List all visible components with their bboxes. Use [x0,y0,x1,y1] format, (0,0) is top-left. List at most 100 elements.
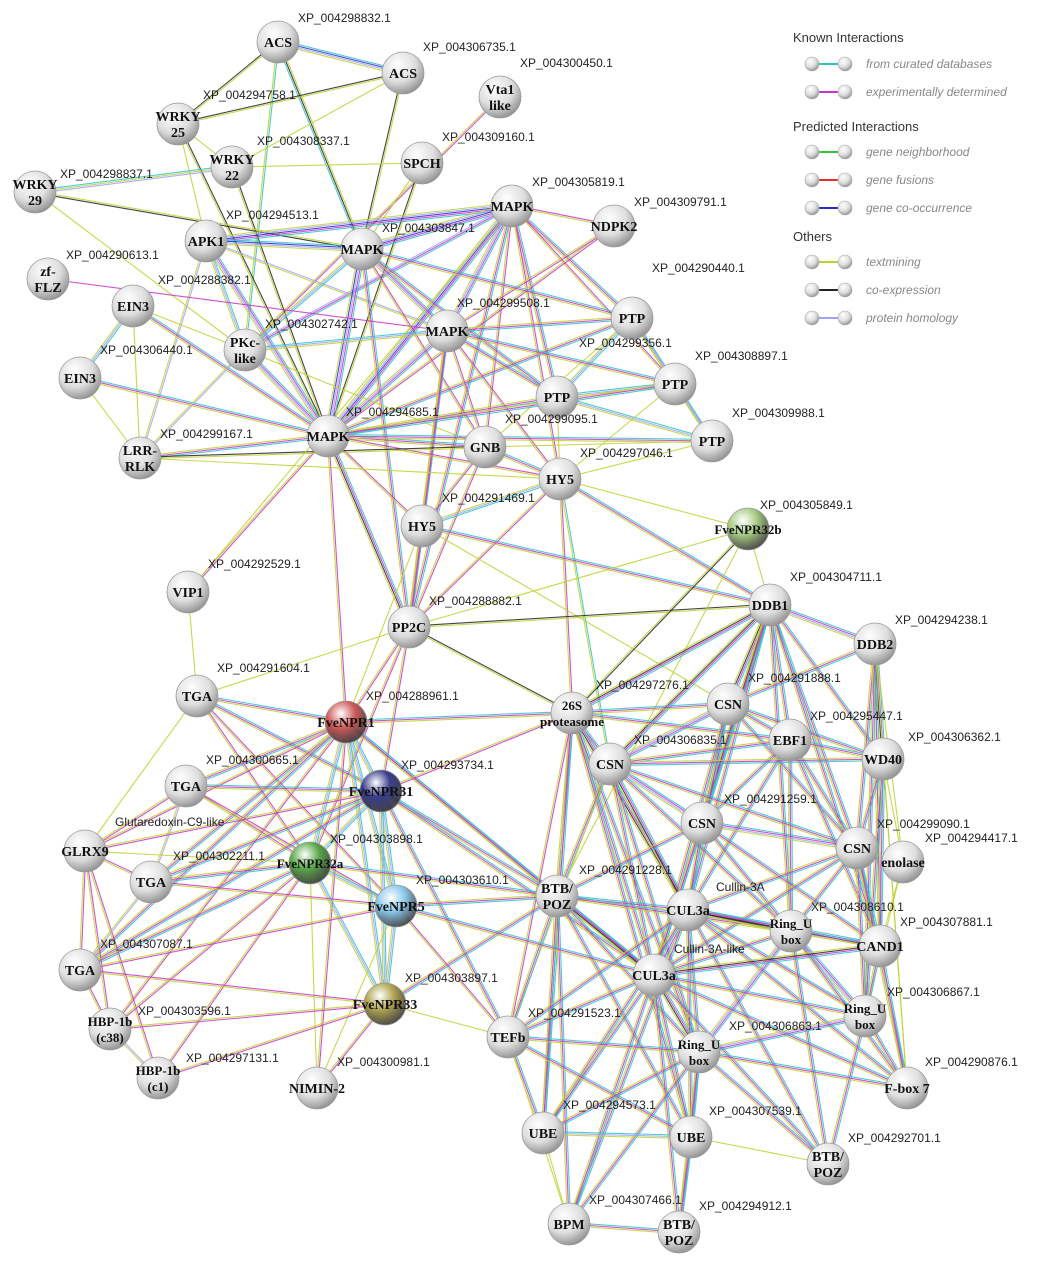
node-circle[interactable] [632,953,676,997]
node-circle[interactable] [175,674,219,718]
node-mapk2[interactable]: MAPK [340,227,384,271]
node-csn1[interactable]: CSN [706,682,750,726]
node-circle[interactable] [657,1210,701,1254]
node-apk1[interactable]: APK1 [184,219,228,263]
node-circle[interactable] [885,1066,929,1110]
node-circle[interactable] [653,362,697,406]
node-ube2[interactable]: UBE [669,1115,713,1159]
node-circle[interactable] [58,948,102,992]
node-npr31[interactable]: FveNPR31 [349,769,414,813]
node-circle[interactable] [210,145,254,189]
node-circle[interactable] [295,1066,339,1110]
node-acs2[interactable]: ACS [381,51,425,95]
node-circle[interactable] [769,909,813,953]
node-circle[interactable] [324,700,368,744]
node-circle[interactable] [550,691,594,735]
node-circle[interactable] [26,257,70,301]
node-circle[interactable] [425,309,469,353]
node-circle[interactable] [726,507,770,551]
node-circle[interactable] [768,718,812,762]
node-csn2[interactable]: CSN [588,742,632,786]
node-tga1[interactable]: TGA [175,674,219,718]
node-circle[interactable] [223,328,267,372]
node-circle[interactable] [861,737,905,781]
node-wd40[interactable]: WD40 [861,737,905,781]
node-circle[interactable] [478,75,522,119]
node-ube1[interactable]: UBE [521,1111,565,1155]
node-tga2[interactable]: TGA [164,764,208,808]
node-npr33[interactable]: FveNPR33 [353,982,418,1026]
node-mapk4[interactable]: MAPK [306,414,350,458]
node-ein3a[interactable]: EIN3 [111,284,155,328]
node-circle[interactable] [381,51,425,95]
node-tga4[interactable]: TGA [58,948,102,992]
node-circle[interactable] [129,860,173,904]
node-circle[interactable] [858,924,902,968]
node-mapk3[interactable]: MAPK [425,309,469,353]
node-ptp4[interactable]: PTP [690,419,734,463]
node-circle[interactable] [111,284,155,328]
node-circle[interactable] [535,375,579,419]
node-hbp38[interactable]: HBP-1b(c38) [88,1007,133,1051]
node-circle[interactable] [136,1056,180,1100]
node-ddb2[interactable]: DDB2 [853,622,897,666]
node-pkc[interactable]: PKc-like [223,328,267,372]
node-tga3[interactable]: TGA [129,860,173,904]
node-bpoz3[interactable]: BTB/POZ [657,1210,701,1254]
node-spch[interactable]: SPCH [400,141,444,185]
node-circle[interactable] [184,219,228,263]
node-cul3a1[interactable]: CUL3a [666,888,710,932]
node-cul3a2[interactable]: CUL3a [632,953,676,997]
node-circle[interactable] [63,829,107,873]
node-pp2c[interactable]: PP2C [387,605,431,649]
node-circle[interactable] [359,769,403,813]
node-csn4[interactable]: CSN [835,826,879,870]
node-ein3b[interactable]: EIN3 [58,356,102,400]
node-circle[interactable] [164,764,208,808]
node-ptp2[interactable]: PTP [535,375,579,419]
node-circle[interactable] [669,1115,713,1159]
node-circle[interactable] [156,102,200,146]
node-circle[interactable] [118,436,162,480]
node-circle[interactable] [256,20,300,64]
node-circle[interactable] [490,184,534,228]
node-cand1[interactable]: CAND1 [856,924,904,968]
node-gnb[interactable]: GNB [463,425,507,469]
node-circle[interactable] [666,888,710,932]
node-circle[interactable] [592,204,636,248]
node-circle[interactable] [706,682,750,726]
node-circle[interactable] [521,1111,565,1155]
node-npr32a[interactable]: FveNPR32a [277,841,344,885]
node-vip1[interactable]: VIP1 [166,570,210,614]
node-circle[interactable] [486,1015,530,1059]
node-circle[interactable] [288,841,332,885]
node-circle[interactable] [881,840,925,884]
node-hy5b[interactable]: HY5 [400,504,444,548]
node-circle[interactable] [88,1007,132,1051]
node-lrr[interactable]: LRR-RLK [118,436,162,480]
node-circle[interactable] [400,504,444,548]
node-circle[interactable] [306,414,350,458]
node-ddb1[interactable]: DDB1 [748,583,792,627]
node-circle[interactable] [853,622,897,666]
node-circle[interactable] [748,583,792,627]
node-circle[interactable] [463,425,507,469]
node-circle[interactable] [387,605,431,649]
node-circle[interactable] [677,1030,721,1074]
node-circle[interactable] [13,170,57,214]
node-hy5a[interactable]: HY5 [538,457,582,501]
node-bpoz2[interactable]: BTB/POZ [806,1142,850,1186]
node-circle[interactable] [166,570,210,614]
node-npr1[interactable]: FveNPR1 [317,700,375,744]
node-acs1[interactable]: ACS [256,20,300,64]
node-hbp1[interactable]: HBP-1b(c1) [136,1056,181,1100]
node-fbox7[interactable]: F-box 7 [884,1066,930,1110]
node-circle[interactable] [610,296,654,340]
node-npr5[interactable]: FveNPR5 [367,884,425,928]
node-circle[interactable] [400,141,444,185]
node-ptp3[interactable]: PTP [653,362,697,406]
